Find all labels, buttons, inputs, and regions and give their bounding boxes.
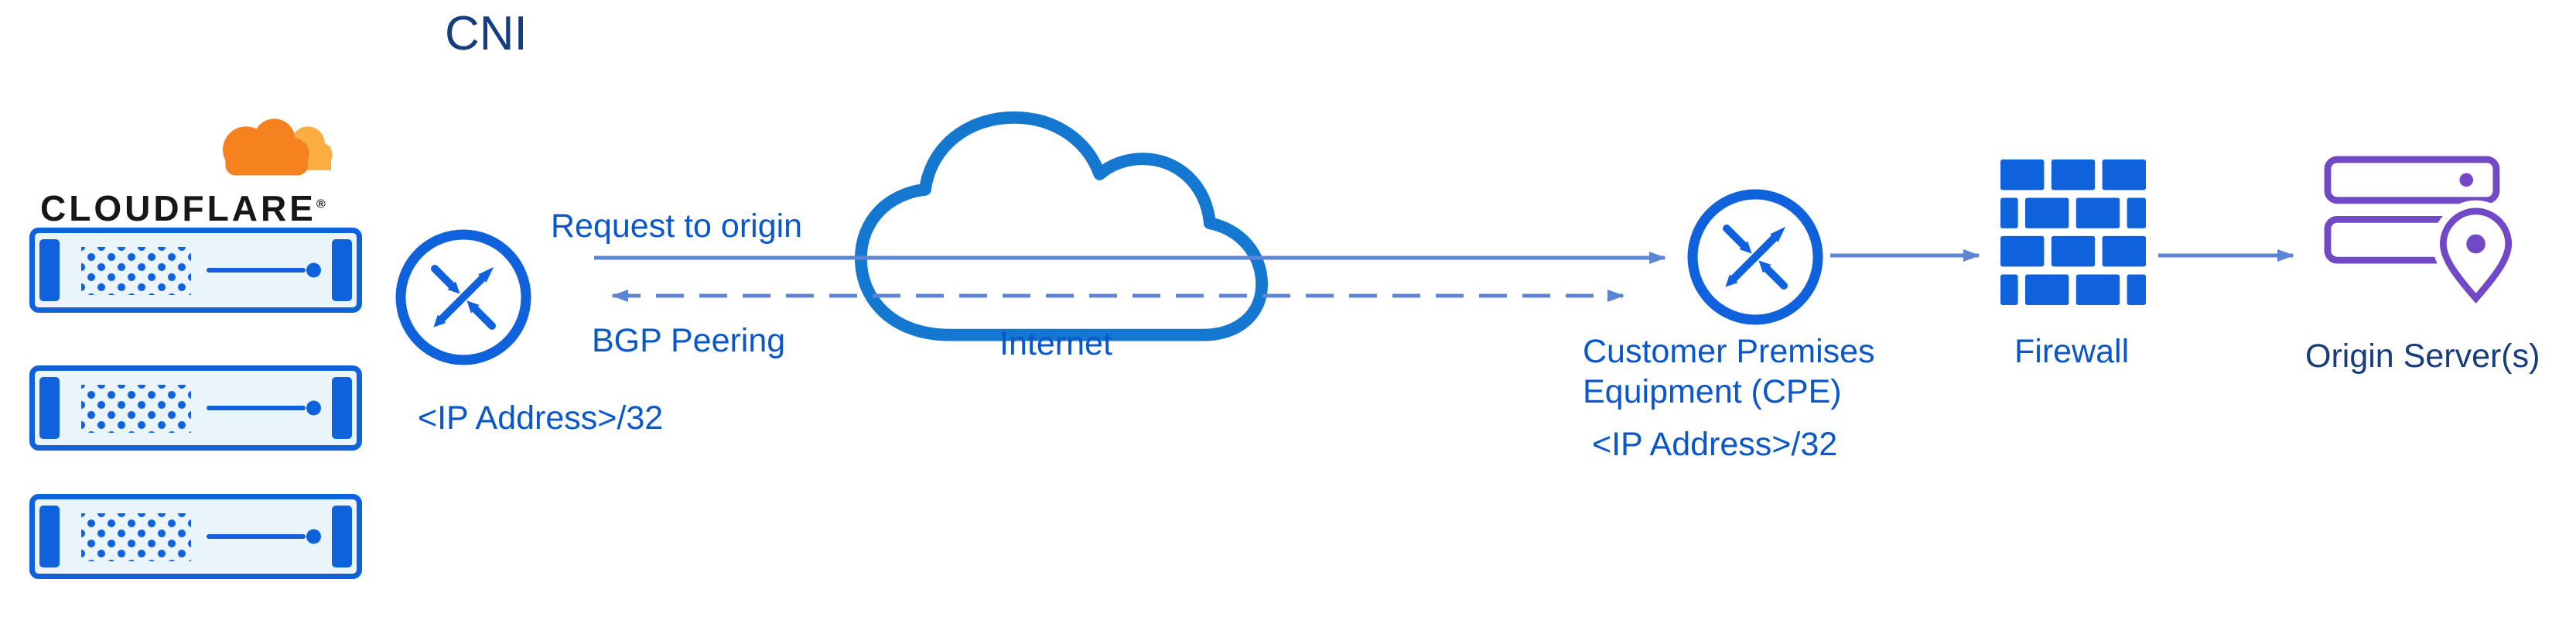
firewall-icon	[2000, 159, 2146, 305]
server-led	[306, 262, 321, 278]
internet-cloud-icon	[854, 111, 1268, 341]
server-line	[207, 268, 306, 273]
location-pin-icon	[2439, 207, 2513, 304]
firewall-label: Firewall	[2014, 333, 2130, 370]
server-dots	[81, 247, 191, 295]
server-dots	[81, 513, 191, 561]
edge-router-ip-label: <IP Address>/32	[418, 399, 664, 437]
edge-router-icon	[395, 229, 531, 365]
cloudflare-logo: CLOUDFLARE®	[31, 101, 364, 232]
registered-mark: ®	[316, 197, 326, 211]
internet-label: Internet	[999, 325, 1112, 362]
cloudflare-wordmark: CLOUDFLARE®	[40, 188, 326, 228]
server-rack-icon	[29, 228, 362, 313]
origin-server-icon	[2324, 156, 2520, 315]
bgp-peering-label: BGP Peering	[592, 322, 786, 359]
server-rack-icon	[29, 494, 362, 579]
server-led	[306, 400, 321, 416]
cpe-label: Customer Premises Equipment (CPE)	[1583, 333, 1875, 411]
cloudflare-cloud-main	[223, 118, 309, 176]
cloudflare-cloud-icon	[194, 118, 337, 186]
cpe-router-icon	[1687, 189, 1823, 325]
server-line	[207, 406, 306, 410]
request-to-origin-label: Request to origin	[551, 207, 803, 245]
server-dots	[81, 385, 191, 433]
server-led	[306, 529, 321, 544]
diagram-title: CNI	[445, 7, 528, 60]
server-line	[207, 534, 306, 539]
cpe-ip-label: <IP Address>/32	[1592, 426, 1838, 463]
server-rack-icon	[29, 365, 362, 451]
origin-label: Origin Server(s)	[2305, 338, 2540, 375]
